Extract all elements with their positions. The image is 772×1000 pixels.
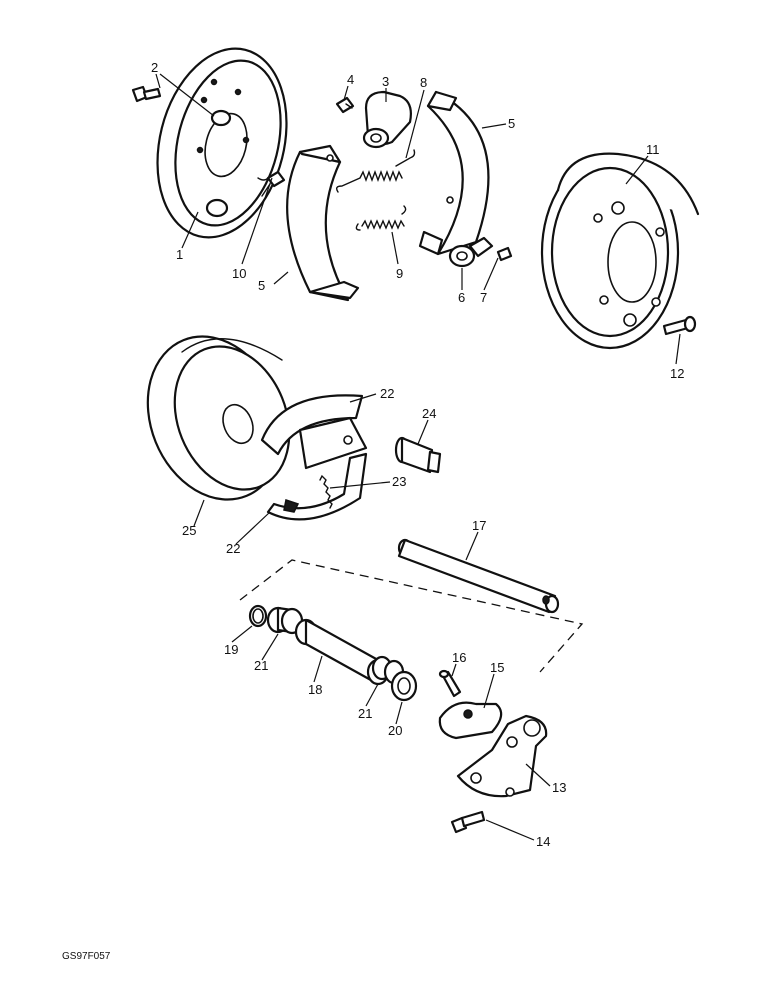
adjuster-washer (448, 236, 494, 268)
callout-5-left: 5 (258, 278, 265, 293)
callout-17: 17 (472, 518, 486, 533)
callout-22-upper: 22 (380, 386, 394, 401)
callout-21-left: 21 (254, 658, 268, 673)
callout-4: 4 (347, 72, 354, 87)
lower-return-spring (355, 205, 407, 231)
callout-13: 13 (552, 780, 566, 795)
callout-5-right: 5 (508, 116, 515, 131)
callout-19: 19 (224, 642, 238, 657)
upper-return-spring (335, 149, 416, 193)
callout-6: 6 (458, 290, 465, 305)
bolt-part-2 (131, 85, 162, 103)
bush-right (371, 655, 405, 685)
callout-18: 18 (308, 682, 322, 697)
callout-14: 14 (536, 834, 550, 849)
callout-16: 16 (452, 650, 466, 665)
cam-lever (438, 701, 503, 740)
backing-plate (156, 47, 288, 239)
cotter-bolt (438, 669, 462, 698)
circlip (248, 604, 268, 628)
screw-part-7 (496, 246, 513, 262)
callout-24: 24 (422, 406, 436, 421)
operating-lever (456, 714, 548, 798)
leader-lines (155, 73, 681, 841)
callout-12: 12 (670, 366, 684, 381)
callout-3: 3 (382, 74, 389, 89)
camshaft (397, 538, 560, 614)
seal (390, 670, 418, 702)
handbrake-shoe-lower (266, 452, 368, 521)
callout-10: 10 (232, 266, 246, 281)
lever-bolt (450, 810, 486, 834)
callout-8: 8 (420, 75, 427, 90)
assembly-outline (239, 559, 584, 673)
callout-23: 23 (392, 474, 406, 489)
brake-drum (540, 152, 700, 350)
callout-21-right: 21 (358, 706, 372, 721)
brake-shoe-right (418, 90, 490, 256)
callout-25: 25 (182, 523, 196, 538)
callout-9: 9 (396, 266, 403, 281)
pivot-pin (394, 436, 442, 474)
handbrake-shoe-upper (260, 394, 368, 470)
figure-code: GS97F057 (62, 951, 111, 962)
drum-screw (662, 315, 697, 336)
brake-shoe-left (286, 144, 360, 302)
callout-1: 1 (176, 247, 183, 262)
callout-7: 7 (480, 290, 487, 305)
handbrake-drum (146, 335, 291, 501)
callout-15: 15 (490, 660, 504, 675)
callouts: 2 4 3 8 5 11 1 10 5 9 6 7 12 22 24 23 25… (151, 60, 684, 849)
callout-2: 2 (151, 60, 158, 75)
callout-11: 11 (646, 142, 660, 157)
bleed-screw (335, 96, 355, 114)
handbrake-spring (319, 474, 333, 509)
callout-22-lower: 22 (226, 541, 240, 556)
callout-20: 20 (388, 723, 402, 738)
wheel-cylinder (362, 90, 412, 149)
